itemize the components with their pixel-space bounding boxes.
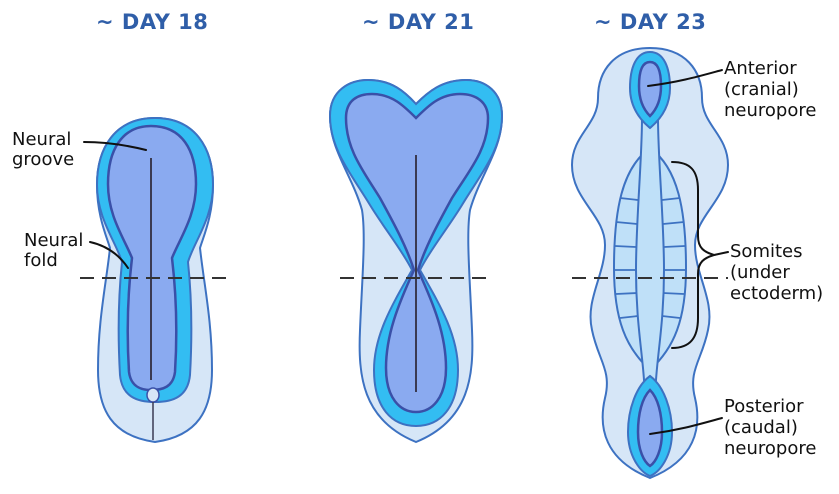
day23-neural-tube [636, 118, 664, 380]
anterior-line3: neuropore [724, 100, 816, 121]
neural-fold-line1: Neural [24, 230, 83, 251]
anterior-neuropore-label: Anterior (cranial) neuropore [724, 58, 816, 121]
neural-groove-line2: groove [12, 149, 74, 170]
day23-label: ~ DAY 23 [594, 10, 706, 34]
somites-label: Somites (under ectoderm) [730, 241, 823, 304]
somites-line3: ectoderm) [730, 283, 823, 304]
neural-fold-label: Neural fold [24, 230, 89, 271]
day18-embryo [97, 118, 213, 442]
anterior-line2: (cranial) [724, 79, 799, 100]
anterior-line1: Anterior [724, 58, 797, 79]
posterior-neuropore-label: Posterior (caudal) neuropore [724, 396, 816, 459]
day18-label: ~ DAY 18 [96, 10, 208, 34]
neural-fold-line2: fold [24, 250, 58, 271]
posterior-line3: neuropore [724, 438, 816, 459]
day23-posterior-neuropore [638, 390, 662, 466]
day21-embryo [330, 80, 502, 442]
somites-line1: Somites [730, 241, 802, 262]
day18-primitive-node [147, 388, 159, 402]
posterior-line1: Posterior [724, 396, 804, 417]
day21-label: ~ DAY 21 [362, 10, 474, 34]
somites-line2: (under [730, 262, 790, 283]
posterior-line2: (caudal) [724, 417, 798, 438]
neural-groove-line1: Neural [12, 129, 71, 150]
day23-embryo [572, 48, 728, 478]
neural-groove-label: Neural groove [12, 129, 77, 170]
somites-leader [714, 252, 728, 255]
